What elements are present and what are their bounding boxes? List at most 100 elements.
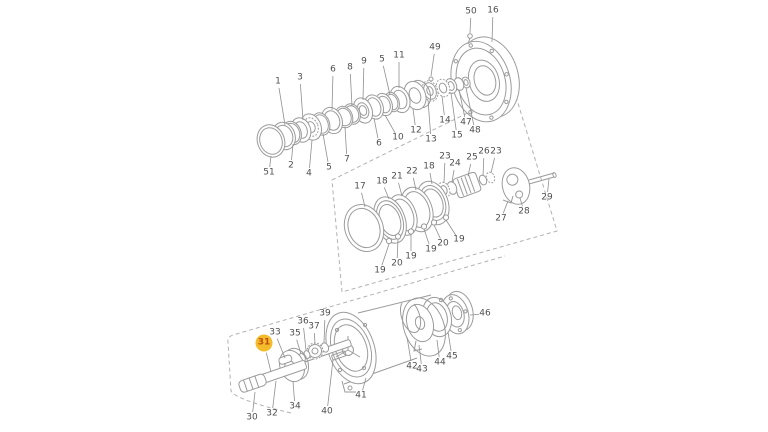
- part-label-19a[interactable]: 19: [374, 265, 386, 276]
- part-label-48[interactable]: 48: [469, 125, 481, 136]
- part-label-23b[interactable]: 23: [490, 146, 502, 157]
- part-label-19d[interactable]: 19: [453, 234, 465, 245]
- part-label-1[interactable]: 1: [275, 76, 281, 87]
- part-label-50[interactable]: 50: [465, 6, 477, 17]
- part-label-24[interactable]: 24: [449, 158, 461, 169]
- part-label-23a[interactable]: 23: [439, 151, 451, 162]
- part-16-flange: [450, 36, 520, 123]
- leader-line-23a: [443, 162, 446, 184]
- part-label-20b[interactable]: 20: [437, 238, 449, 249]
- dashed-frame-middle: [331, 89, 558, 293]
- part-label-49[interactable]: 49: [429, 42, 441, 53]
- part-label-5b[interactable]: 5: [326, 162, 332, 173]
- leader-line-32: [272, 380, 277, 409]
- leader-line-26: [482, 157, 485, 177]
- part-label-22[interactable]: 22: [406, 166, 418, 177]
- part-label-27[interactable]: 27: [495, 213, 507, 224]
- part-label-14[interactable]: 14: [439, 115, 451, 126]
- leader-line-41: [362, 377, 367, 391]
- leader-line-33: [276, 338, 286, 359]
- part-label-3[interactable]: 3: [297, 72, 303, 83]
- leader-line-20a: [396, 238, 399, 259]
- leader-line-51: [269, 155, 272, 168]
- part-label-34[interactable]: 34: [289, 401, 301, 412]
- leader-line-21: [398, 182, 403, 197]
- part-label-33[interactable]: 33: [269, 327, 281, 338]
- leader-line-18a: [383, 187, 390, 200]
- part-label-11[interactable]: 11: [393, 50, 405, 61]
- part-label-44[interactable]: 44: [434, 357, 446, 368]
- middle-assembly: [343, 167, 557, 252]
- part-label-19c[interactable]: 19: [425, 244, 437, 255]
- part-label-5a[interactable]: 5: [379, 54, 385, 65]
- part-label-41[interactable]: 41: [355, 390, 367, 401]
- part-label-47[interactable]: 47: [460, 117, 472, 128]
- part-label-30[interactable]: 30: [246, 412, 258, 423]
- leader-line-46: [469, 314, 480, 316]
- part-label-21[interactable]: 21: [391, 171, 403, 182]
- part-25-coupling: [452, 171, 482, 199]
- leader-line-15: [450, 92, 457, 131]
- leader-line-48: [465, 87, 475, 126]
- leader-line-10: [384, 114, 396, 133]
- part-label-7[interactable]: 7: [344, 154, 350, 165]
- leader-line-31: [265, 352, 272, 373]
- leader-line-24: [451, 169, 455, 183]
- part-label-2[interactable]: 2: [288, 160, 294, 171]
- part-label-39[interactable]: 39: [319, 308, 331, 319]
- part-label-26[interactable]: 26: [478, 146, 490, 157]
- leader-line-2: [291, 143, 294, 161]
- part-26-washer: [478, 174, 488, 186]
- part-label-15[interactable]: 15: [451, 130, 463, 141]
- leader-line-13: [427, 99, 431, 135]
- leader-line-29: [547, 178, 550, 193]
- part-17-ring: [343, 204, 385, 252]
- leader-line-39: [323, 319, 326, 344]
- leader-line-44: [436, 339, 440, 358]
- part-label-45[interactable]: 45: [446, 351, 458, 362]
- part-label-32[interactable]: 32: [266, 408, 278, 419]
- part-label-29[interactable]: 29: [541, 192, 553, 203]
- leader-line-9: [362, 67, 365, 101]
- part-label-16[interactable]: 16: [487, 5, 499, 16]
- part-label-4[interactable]: 4: [306, 168, 312, 179]
- part-label-20a[interactable]: 20: [391, 258, 403, 269]
- leader-line-3: [300, 83, 304, 121]
- part-27-bracket: [502, 195, 514, 204]
- leader-line-45: [447, 331, 452, 352]
- leader-line-30: [252, 391, 256, 413]
- part-label-10[interactable]: 10: [392, 132, 404, 143]
- leader-line-27: [502, 200, 509, 214]
- part-label-42[interactable]: 42: [406, 361, 418, 372]
- part-label-19b[interactable]: 19: [405, 251, 417, 262]
- leader-line-42: [406, 336, 412, 362]
- part-label-6a[interactable]: 6: [330, 64, 336, 75]
- part-label-36[interactable]: 36: [297, 316, 309, 327]
- leader-line-6b: [373, 117, 379, 139]
- leader-line-14: [441, 95, 445, 116]
- part-label-37[interactable]: 37: [308, 321, 320, 332]
- leader-line-19a: [381, 243, 390, 266]
- part-label-8[interactable]: 8: [347, 62, 353, 73]
- part-label-13[interactable]: 13: [425, 134, 437, 145]
- part-label-18a[interactable]: 18: [376, 176, 388, 187]
- part-label-9[interactable]: 9: [361, 56, 367, 67]
- part-label-46[interactable]: 46: [479, 308, 491, 319]
- part-label-43[interactable]: 43: [416, 364, 428, 375]
- part-label-25[interactable]: 25: [466, 152, 478, 163]
- part-label-51[interactable]: 51: [263, 167, 275, 178]
- leader-line-20b: [433, 224, 441, 239]
- part-label-31-highlighted[interactable]: 31: [255, 334, 273, 352]
- leader-line-50: [469, 17, 472, 34]
- leader-line-5b: [322, 133, 329, 163]
- part-label-6b[interactable]: 6: [376, 138, 382, 149]
- part-label-17[interactable]: 17: [354, 181, 366, 192]
- part-label-28[interactable]: 28: [518, 206, 530, 217]
- part-label-40[interactable]: 40: [321, 406, 333, 417]
- part-label-35[interactable]: 35: [289, 328, 301, 339]
- part-label-18b[interactable]: 18: [423, 161, 435, 172]
- part-label-12[interactable]: 12: [410, 125, 422, 136]
